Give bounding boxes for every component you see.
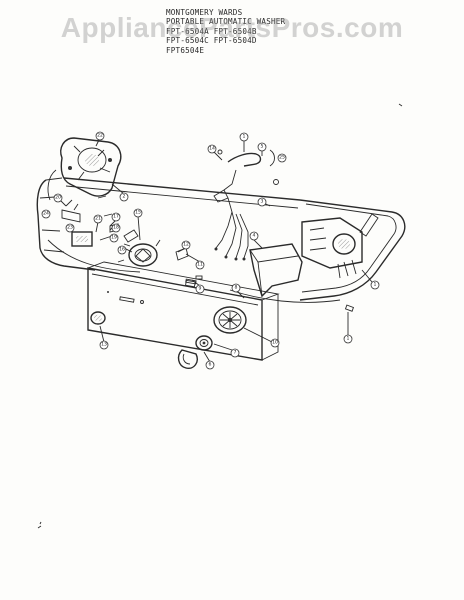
callout-label: 22 [97,133,103,139]
timer-cover [249,243,303,298]
corner-mark-left [37,521,42,529]
callout-23: 23 [65,223,75,233]
control-panel [87,261,280,361]
callout-label: 11 [197,262,203,268]
callout-16: 16 [117,245,127,255]
callout-24: 24 [41,209,51,219]
callout-13: 13 [99,340,109,350]
left-knob [90,311,106,325]
timer-knob [195,335,213,351]
callout-label: 13 [101,342,107,348]
callout-label: 5 [261,144,264,150]
callout-label: 17 [113,214,119,220]
lid-switch [185,279,196,288]
header-line-brand: MONTGOMERY WARDS [166,8,243,17]
callout-5: 5 [257,142,267,152]
callout-label: 16 [119,247,125,253]
callout-12: 12 [181,240,191,250]
callout-label: 1 [347,336,350,342]
callout-label: 9 [199,286,202,292]
timer-motor [301,217,363,279]
corner-mark-right [398,103,403,107]
callout-label: 19 [111,235,117,241]
callout-label: 18 [113,225,119,231]
callout-label: 24 [43,211,49,217]
callout-10: 10 [270,338,280,348]
wire-harness [213,149,279,261]
callout-label: 2 [123,194,126,200]
callout-22: 22 [95,131,105,141]
timer-dial [213,306,247,334]
callout-11: 11 [195,260,205,270]
callout-6: 6 [205,360,215,370]
callout-15: 15 [133,208,143,218]
header-line-models-b: FPT-6504C FPT-6504D [166,36,257,46]
callout-1: 1 [239,132,249,142]
selector-knob [177,349,198,369]
callout-label: 6 [209,362,212,368]
callout-25: 25 [277,153,287,163]
callout-1b: 1 [370,280,380,290]
callout-label: 12 [183,242,189,248]
header-line-models-c: FPT6504E [166,45,205,55]
callout-3: 3 [257,197,267,207]
callout-label: 20 [55,195,61,201]
callout-label: 21 [95,216,101,222]
callout-20: 20 [53,193,63,203]
callout-label: 23 [67,225,73,231]
header-line-product: PORTABLE AUTOMATIC WASHER [166,17,286,27]
callout-14: 14 [207,144,217,154]
callout-label: 4 [253,233,256,239]
callout-9: 9 [195,284,205,294]
small-switch [117,229,189,263]
watermark: AppliancePartsPros.com [60,12,404,43]
callout-label: 14 [209,146,215,152]
callout-17: 17 [111,212,121,222]
callout-1c: 1 [343,334,353,344]
callout-label: 3 [261,199,264,205]
switch-block [61,199,93,247]
callout-label: 25 [279,155,285,161]
callout-label: 15 [135,210,141,216]
callout-18: 18 [111,223,121,233]
callout-label: 8 [235,285,238,291]
callout-19: 19 [109,233,119,243]
callout-8: 8 [231,283,241,293]
callout-4: 4 [249,231,259,241]
callout-label: 1 [374,282,377,288]
callout-2: 2 [119,192,129,202]
callout-label: 10 [272,340,278,346]
callout-7: 7 [230,348,240,358]
pressure-switch [123,239,161,267]
chassis-base [36,177,406,303]
callout-label: 1 [243,134,246,140]
pump-motor-assembly [47,137,122,201]
callout-label: 7 [234,350,237,356]
header-line-models-a: FPT-6504A FPT-6504B [166,26,257,36]
model-header: MONTGOMERY WARDS PORTABLE AUTOMATIC WASH… [166,8,356,55]
callout-21: 21 [93,214,103,224]
